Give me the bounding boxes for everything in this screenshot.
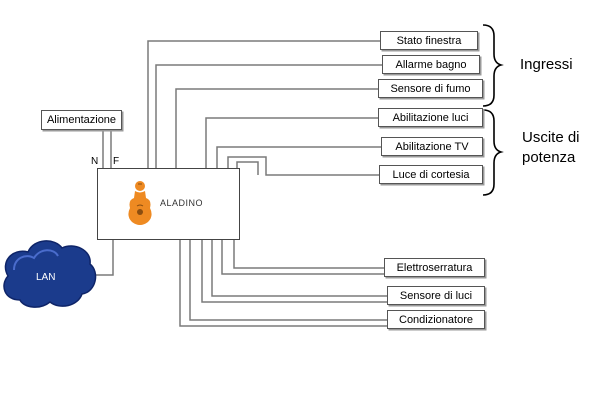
input-label: Allarme bagno <box>395 58 467 71</box>
device-label: Sensore di luci <box>399 289 473 302</box>
input-box-sensore-fumo: Sensore di fumo <box>378 79 483 98</box>
wire-sensore-fumo <box>175 88 378 168</box>
wire-condizionatore <box>189 240 387 321</box>
phase-label: F <box>113 156 120 167</box>
cloud-highlight <box>13 249 59 271</box>
wire-elettroserratura <box>233 240 384 269</box>
device-box-sensore-luci: Sensore di luci <box>387 286 485 305</box>
outputs-bracket <box>482 109 504 196</box>
wire-abilitazione-tv <box>216 146 381 168</box>
neutral-label: N <box>91 156 99 167</box>
wire-stato-finestra <box>147 40 380 168</box>
power-wires <box>102 130 112 168</box>
input-wires <box>147 40 382 168</box>
device-box-condizionatore: Condizionatore <box>387 310 485 329</box>
wire-condizionatore-2 <box>179 240 387 327</box>
lan-label: LAN <box>36 272 56 283</box>
outputs-group-label-line1: Uscite di <box>522 129 580 146</box>
cloud-shape <box>3 240 97 308</box>
device-wires <box>179 240 387 327</box>
inputs-bracket <box>482 24 504 107</box>
wire-elettroserratura-2 <box>221 240 384 275</box>
outputs-group-label-line2: potenza <box>522 149 576 166</box>
input-label: Stato finestra <box>396 34 462 47</box>
aladino-controller <box>97 168 240 240</box>
power-supply-box: Alimentazione <box>41 110 122 130</box>
device-label: Elettroserratura <box>396 261 473 274</box>
wire-luce-cortesia-a <box>227 156 379 176</box>
aladino-logo-icon <box>128 181 152 225</box>
wire-abilitazione-luci <box>205 117 378 168</box>
output-label: Abilitazione luci <box>392 111 469 124</box>
inputs-group-label: Ingressi <box>520 56 573 73</box>
output-label: Abilitazione TV <box>395 140 469 153</box>
output-box-abilitazione-luci: Abilitazione luci <box>378 108 483 127</box>
lan-cloud <box>3 240 97 308</box>
input-box-allarme-bagno: Allarme bagno <box>382 55 480 74</box>
wire-luce-cortesia-b <box>236 161 259 175</box>
controller-name: ALADINO <box>160 198 204 208</box>
device-label: Condizionatore <box>399 313 473 326</box>
wire-allarme-bagno <box>155 64 382 168</box>
output-label: Luce di cortesia <box>392 168 470 181</box>
input-label: Sensore di fumo <box>390 82 471 95</box>
device-box-elettroserratura: Elettroserratura <box>384 258 485 277</box>
wire-sensore-luci <box>211 240 387 297</box>
output-wires <box>205 117 381 176</box>
output-box-luce-cortesia: Luce di cortesia <box>379 165 483 184</box>
power-supply-label: Alimentazione <box>46 114 117 126</box>
input-box-stato-finestra: Stato finestra <box>380 31 478 50</box>
output-box-abilitazione-tv: Abilitazione TV <box>381 137 483 156</box>
wire-sensore-luci-2 <box>201 240 387 303</box>
